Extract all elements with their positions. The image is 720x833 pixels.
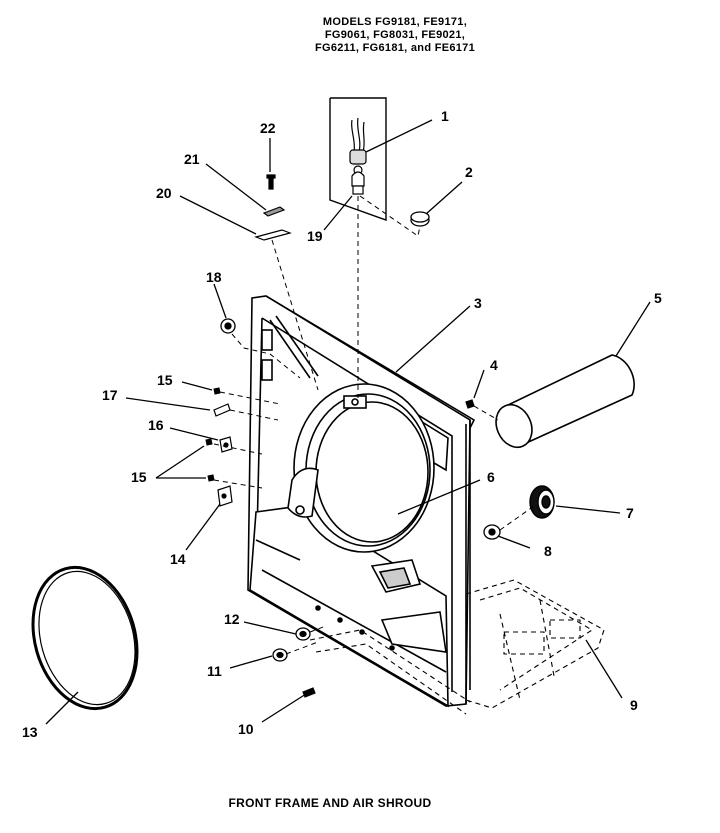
part-5-drum-light-cylinder [495,354,635,449]
part-4-screw [465,399,475,409]
callout-2: 2 [465,164,473,180]
callout-11: 11 [207,663,222,679]
callout-15-lower: 15 [131,469,147,485]
part-2-button [410,211,430,227]
part-21-clip [262,206,286,217]
models-line-2: FG9061, FG8031, FE9021, [324,29,466,41]
callout-6: 6 [487,469,495,485]
part-1-lamp-socket [349,117,367,175]
part-12-washer [295,627,311,641]
wiring-bracket-group [329,97,387,221]
callout-17: 17 [102,387,118,403]
callout-12: 12 [224,611,240,627]
models-line-3: FG6211, FG6181, and FE6171 [314,42,476,54]
callout-7: 7 [626,505,634,521]
callout-20: 20 [156,185,172,201]
models-line-1: MODELS FG9181, FE9171, [322,16,468,28]
leader-lines [45,119,651,725]
callout-5: 5 [654,290,662,306]
part-22-screw [266,174,276,190]
part-15-screw-middle [205,438,213,446]
callout-14: 14 [170,551,186,567]
callout-21: 21 [184,151,200,167]
part-15-screw-upper [213,387,221,395]
part-16-bracket [219,436,233,453]
callout-1: 1 [441,108,449,124]
callout-18: 18 [206,269,222,285]
part-19-lamp-bulb [351,171,365,195]
part-18-grommet [220,318,236,334]
callout-numbers: 1 2 3 4 5 6 7 8 9 10 11 12 13 14 15 15 1… [22,108,662,740]
part-20-switch-plate [254,229,292,241]
part-3-front-frame [247,295,476,708]
figure-caption: FRONT FRAME AND AIR SHROUD [228,796,432,810]
callout-8: 8 [544,543,552,559]
part-9-base-phantom [309,579,605,715]
callout-3: 3 [474,295,482,311]
part-17-clip [213,403,231,417]
part-11-washer [272,648,288,662]
assembly-dashed-lines [213,195,535,655]
callout-22: 22 [260,120,276,136]
callout-19: 19 [307,228,323,244]
part-7-roller-wheel [529,485,555,519]
part-10-screw [302,687,316,698]
callout-10: 10 [238,721,254,737]
part-8-washer [483,524,501,540]
callout-16: 16 [148,417,164,433]
callout-13: 13 [22,724,38,740]
part-13-door-seal [31,565,139,711]
part-14-hinge-bracket [217,485,233,507]
callout-9: 9 [630,697,638,713]
callout-15-upper: 15 [157,372,173,388]
part-15-screw-lower [207,474,215,482]
callout-4: 4 [490,357,498,373]
